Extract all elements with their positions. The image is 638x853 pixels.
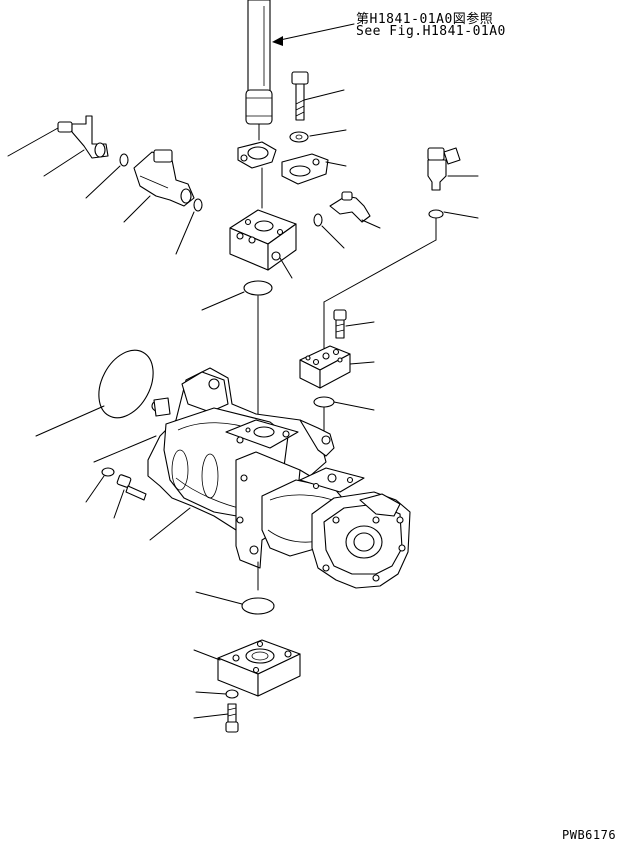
reference-label-jp: 第H1841-01A0図参照 — [356, 12, 494, 27]
o-ring-small-left-2[interactable] — [175, 198, 203, 255]
bolt-2[interactable] — [333, 309, 375, 339]
o-ring-right-2[interactable] — [313, 396, 375, 433]
washer-1[interactable] — [289, 129, 347, 143]
o-ring-small-left-1[interactable] — [85, 153, 129, 199]
reference-label-en: See Fig.H1841-01A0 — [356, 24, 506, 39]
drawing-id: PWB6176 — [562, 828, 617, 842]
flange-block-small[interactable] — [299, 345, 375, 389]
o-ring-small-right[interactable] — [313, 213, 345, 249]
o-ring-large[interactable] — [35, 341, 164, 437]
pipe-top[interactable] — [245, 0, 355, 141]
o-ring-lower[interactable] — [195, 591, 275, 615]
bolt-1[interactable] — [291, 71, 345, 121]
elbow-fitting-right[interactable] — [329, 191, 381, 229]
pump-assembly[interactable] — [147, 367, 411, 591]
elbow-fitting-far-right[interactable] — [427, 147, 479, 191]
o-ring-mid[interactable] — [201, 280, 273, 433]
washer-left[interactable] — [85, 435, 157, 503]
split-flange[interactable] — [237, 141, 347, 209]
bolt-lower[interactable] — [193, 703, 239, 733]
o-ring-far-right[interactable] — [323, 209, 479, 353]
bolt-left[interactable] — [113, 474, 147, 519]
washer-lower[interactable] — [195, 689, 239, 699]
manifold-block-upper[interactable] — [229, 209, 297, 279]
valve-left[interactable] — [123, 149, 195, 223]
flange-block-lower[interactable] — [193, 639, 301, 697]
elbow-fitting-left[interactable] — [7, 115, 109, 177]
